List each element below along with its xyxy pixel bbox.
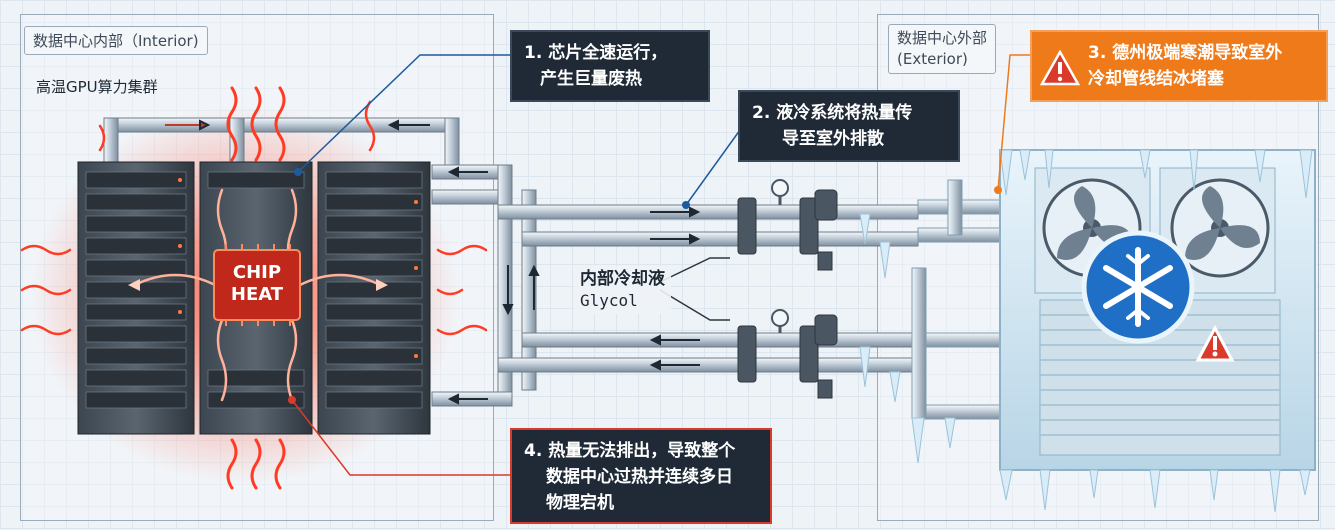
- exterior-label-line2: (Exterior): [897, 50, 968, 68]
- callout-2: 2. 液冷系统将热量传 导至室外排散: [738, 90, 960, 162]
- snowflake-icon: [1081, 230, 1195, 344]
- icicles: [859, 149, 1313, 513]
- interior-label: 数据中心内部（Interior): [24, 26, 208, 55]
- leader-lines: [288, 54, 1030, 476]
- chip-heat-label: CHIP HEAT: [214, 262, 300, 306]
- chip-label-line2: HEAT: [230, 284, 284, 305]
- heat-waves: [20, 86, 488, 490]
- callout-3-line2: 冷却管线结冰堵塞: [1088, 69, 1224, 89]
- callout-2-line1: 2. 液冷系统将热量传: [752, 103, 913, 123]
- exterior-label: 数据中心外部 (Exterior): [888, 24, 997, 74]
- flow-arrows: [165, 119, 701, 405]
- callout-3: 3. 德州极端寒潮导致室外 冷却管线结冰堵塞: [1030, 30, 1328, 102]
- coolant-name: 内部冷却液: [580, 269, 665, 289]
- heat-direction-arrows: [128, 279, 388, 291]
- gpu-cluster-label: 高温GPU算力集群: [36, 78, 158, 96]
- callout-4: 4. 热量无法排出，导致整个 数据中心过热并连续多日 物理宕机: [510, 428, 772, 524]
- coolant-chemical: Glycol: [580, 291, 638, 310]
- warning-icon: [1040, 50, 1080, 86]
- callout-3-line1: 3. 德州极端寒潮导致室外: [1088, 43, 1283, 63]
- exterior-label-line1: 数据中心外部: [897, 29, 988, 47]
- coolant-label: 内部冷却液 Glycol: [574, 266, 671, 314]
- server-racks: [77, 161, 431, 435]
- valve-icon: [737, 189, 838, 399]
- callout-1-line2: 产生巨量废热: [540, 69, 642, 89]
- callout-4-line1: 4. 热量无法排出，导致整个: [524, 441, 736, 461]
- chip-label-line1: CHIP: [232, 262, 282, 283]
- chip-icon: [213, 244, 301, 326]
- warning-icon: [1195, 324, 1235, 362]
- callout-4-line3: 物理宕机: [546, 493, 614, 513]
- callout-1: 1. 芯片全速运行， 产生巨量废热: [510, 30, 710, 102]
- callout-4-line2: 数据中心过热并连续多日: [546, 467, 733, 487]
- gauge-icon: [771, 179, 789, 333]
- callout-1-line1: 1. 芯片全速运行，: [524, 43, 668, 63]
- callout-2-line2: 导至室外排散: [782, 129, 884, 149]
